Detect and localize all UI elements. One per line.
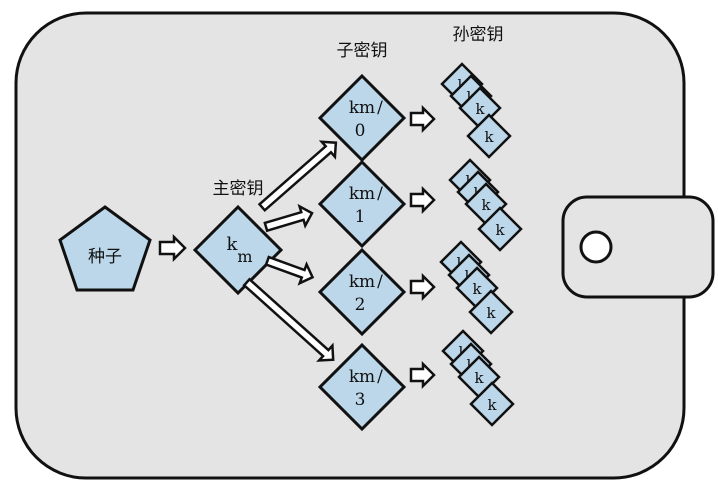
master-key-diamond (192, 204, 284, 296)
child-key-slash: / (377, 272, 383, 292)
grandchild-key-card (468, 289, 514, 335)
child-key-slash: / (377, 184, 383, 204)
child-key-index: 1 (355, 207, 366, 227)
child-key-letter: k (349, 272, 360, 292)
grandchild-key-card (466, 113, 512, 159)
child-key-subscript: m (359, 272, 375, 292)
child-key-slash: / (377, 98, 383, 118)
master-key-subscript: m (237, 247, 252, 266)
grandchild-keys-label: 孙密钥 (453, 25, 504, 45)
child-key-letter: k (349, 98, 360, 118)
master-to-child2-arrow (264, 255, 315, 286)
child-key-1: k m / 1 (317, 159, 407, 249)
grandchild-key-card (477, 206, 523, 252)
child3-to-grandchild-arrow (409, 360, 436, 390)
seed-label: 种子 (88, 247, 122, 267)
wallet-clasp-button (579, 230, 613, 264)
seed-pentagon (58, 205, 152, 292)
master-to-child1-arrow (263, 203, 314, 233)
child-key-subscript: m (359, 367, 375, 387)
child-key-3: k m / 3 (317, 342, 407, 432)
grandchild-key-letter: k (495, 221, 505, 239)
grandchild-key-letter: k (472, 280, 482, 298)
child-key-diamond (317, 342, 407, 432)
child-key-letter: k (349, 184, 360, 204)
child-key-diamond (317, 247, 407, 337)
child-key-subscript: m (359, 184, 375, 204)
child0-to-grandchild-arrow (409, 104, 436, 134)
master-key-label: 主密钥 (213, 179, 264, 199)
grandchild-key-letter: k (481, 196, 491, 214)
grandchild-stack-0: k k k k (440, 62, 512, 159)
grandchild-key-letter: k (475, 100, 485, 118)
wallet-clasp (561, 195, 715, 299)
child-key-diamond (317, 159, 407, 249)
grandchild-stack-3: k k k k (441, 329, 515, 427)
seed-to-master-arrow (158, 233, 187, 263)
child-key-0: k m / 0 (317, 73, 407, 163)
grandchild-stack-1: k k k k (448, 158, 523, 252)
child-key-index: 2 (355, 295, 366, 315)
child-key-2: k m / 2 (317, 247, 407, 337)
child-key-slash: / (377, 367, 383, 387)
grandchild-key-card (469, 381, 515, 427)
grandchild-stack-2: k k k k (439, 240, 514, 335)
master-key-letter: k (227, 234, 239, 255)
child-key-index: 3 (355, 390, 366, 410)
grandchild-key-letter: k (474, 369, 484, 387)
grandchild-key-letter: k (487, 396, 497, 414)
child-to-grandchild-arrows (409, 104, 436, 390)
child1-to-grandchild-arrow (409, 185, 436, 215)
child-keys-label: 子密钥 (337, 41, 388, 61)
child-key-index: 0 (355, 121, 366, 141)
master-to-child0-arrow (257, 140, 338, 213)
child-key-letter: k (349, 367, 360, 387)
grandchild-key-letter: k (486, 304, 496, 322)
master-to-child-arrows (242, 140, 338, 362)
grandchild-key-letter: k (484, 128, 494, 146)
master-to-child3-arrow (242, 277, 335, 362)
child-key-subscript: m (359, 98, 375, 118)
child2-to-grandchild-arrow (409, 272, 436, 302)
